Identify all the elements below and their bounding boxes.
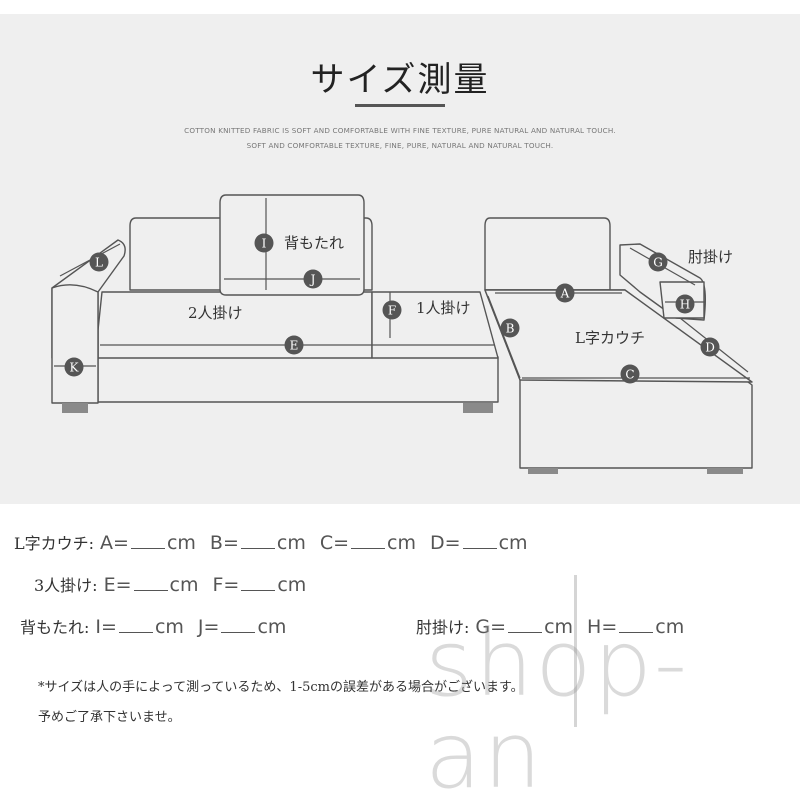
page-title: サイズ測量 <box>310 60 490 100</box>
marker-a-circle <box>555 283 575 303</box>
subtitle-line-1: COTTON KNITTED FABRIC IS SOFT AND COMFOR… <box>184 126 616 135</box>
marker-c-circle <box>620 364 640 384</box>
field-key: G= <box>475 616 507 638</box>
field-key: H= <box>587 616 618 638</box>
blank-input[interactable] <box>130 532 165 549</box>
back-cushion-right <box>484 217 611 291</box>
label-backrest: 背もたれ <box>284 234 344 252</box>
field-unit: cm <box>387 532 417 554</box>
form-row-label: 3人掛け: <box>34 576 98 595</box>
marker-b: B <box>506 322 515 336</box>
marker-i: I <box>262 237 267 251</box>
marker-l-circle <box>89 252 109 272</box>
form-row-label: 背もたれ: <box>20 618 90 637</box>
marker-e: E <box>290 339 299 353</box>
marker-h-circle <box>675 294 695 314</box>
field-unit: cm <box>498 532 528 554</box>
label-two-seat: 2人掛け <box>188 304 243 322</box>
field-unit: cm <box>655 616 685 638</box>
sofa-diagram: A B C D E F G H I J K L 背もたれ 2人掛け 1人掛け L字カウチ 肘掛け <box>51 194 753 474</box>
form-row: 3人掛け: E= cm F= cm <box>34 572 320 596</box>
field-unit: cm <box>257 616 287 638</box>
field-key: D= <box>430 532 461 554</box>
marker-f: F <box>388 304 396 318</box>
sofa-legs <box>62 403 743 474</box>
marker-g-circle <box>648 252 668 272</box>
blank-input[interactable] <box>221 616 256 633</box>
marker-g: G <box>653 256 663 270</box>
blank-input[interactable] <box>118 616 153 633</box>
pillow <box>219 194 365 296</box>
marker-j: J <box>309 273 316 287</box>
marker-h: H <box>680 298 690 312</box>
left-sofa-base <box>97 356 499 403</box>
marker-k-circle <box>64 357 84 377</box>
label-one-seat: 1人掛け <box>416 299 471 317</box>
blank-input[interactable] <box>462 532 497 549</box>
note-line-2: 予めご了承下さいませ。 <box>38 710 181 725</box>
marker-a: A <box>560 287 570 301</box>
note-line-1: *サイズは人の手によって測っているため、1-5cmの誤差がある場合がございます。 <box>38 680 524 695</box>
form-row: 肘掛け: G= cm H= cm <box>416 614 698 638</box>
field-unit: cm <box>544 616 574 638</box>
watermark: shop-an <box>425 610 690 809</box>
field-key: F= <box>212 574 240 596</box>
field-key: C= <box>319 532 350 554</box>
seat-one <box>371 291 499 359</box>
label-l-couch: L字カウチ <box>575 329 645 347</box>
measurement-markers: A B C D E F G H I J K L <box>64 233 720 384</box>
form-row-label: L字カウチ: <box>14 534 95 553</box>
field-unit: cm <box>277 574 307 596</box>
field-key: B= <box>209 532 239 554</box>
field-key: J= <box>197 616 220 638</box>
field-unit: cm <box>169 574 199 596</box>
marker-c: C <box>625 368 634 382</box>
blank-input[interactable] <box>240 532 275 549</box>
marker-d: D <box>705 341 715 355</box>
blank-input[interactable] <box>508 616 543 633</box>
label-armrest: 肘掛け <box>688 248 733 266</box>
marker-b-circle <box>500 318 520 338</box>
left-arm-front <box>51 284 99 404</box>
blank-input[interactable] <box>241 574 276 591</box>
field-unit: cm <box>166 532 196 554</box>
blank-input[interactable] <box>619 616 654 633</box>
form-row-label: 肘掛け: <box>416 618 470 637</box>
marker-k: K <box>70 361 80 375</box>
field-key: I= <box>95 616 117 638</box>
form-row: 背もたれ: I= cm J= cm <box>20 614 300 638</box>
marker-l: L <box>95 256 103 270</box>
marker-d-circle <box>700 337 720 357</box>
blank-input[interactable] <box>133 574 168 591</box>
marker-i-circle <box>254 233 274 253</box>
watermark-bar <box>574 575 577 727</box>
marker-j-circle <box>303 269 323 289</box>
form-row: L字カウチ: A= cm B= cm C= cm D= cm <box>14 530 542 554</box>
chaise-top <box>484 289 753 383</box>
subtitle-line-2: SOFT AND COMFORTABLE TEXTURE, FINE, PURE… <box>246 141 554 150</box>
field-key: A= <box>100 532 129 554</box>
marker-e-circle <box>284 335 304 355</box>
field-unit: cm <box>154 616 184 638</box>
title-underline <box>355 104 445 107</box>
marker-f-circle <box>382 300 402 320</box>
seat-two <box>97 291 373 359</box>
field-unit: cm <box>276 532 306 554</box>
blank-input[interactable] <box>351 532 386 549</box>
field-key: E= <box>103 574 132 596</box>
